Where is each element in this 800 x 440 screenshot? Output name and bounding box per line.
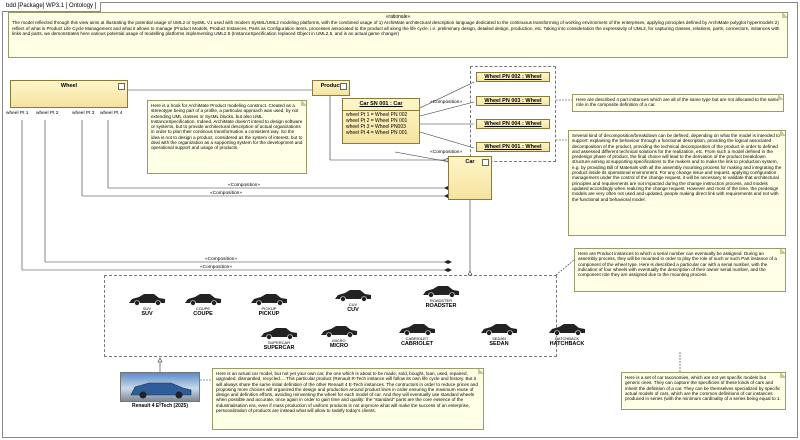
car-instance-title: Car SN 001 : Car	[359, 101, 403, 107]
car-silhouette-icon	[549, 324, 585, 336]
product-block[interactable]: Product	[312, 80, 350, 96]
wheel-instance-pn003[interactable]: Wheel PN 003 : Wheel	[476, 96, 550, 106]
wheel-instance-pn001[interactable]: Wheel PN 001 : Wheel	[476, 142, 550, 152]
car-instance[interactable]: Car SN 001 : Car wheel Pt 1 = Wheel PN 0…	[342, 98, 420, 144]
car-silhouette-icon	[321, 326, 357, 338]
composition-label: «Composition»	[228, 183, 260, 188]
rationale-title: «rationale»	[385, 14, 411, 20]
product-block-title: Product	[320, 83, 342, 89]
car-silhouette-icon	[423, 286, 459, 298]
car-type-small-label: COUPE	[195, 306, 211, 311]
car-type-small-label: CABRIOLET	[405, 336, 429, 341]
car-silhouette-icon	[261, 328, 297, 340]
wheel-instance-pn002[interactable]: Wheel PN 002 : Wheel	[476, 72, 550, 82]
car-instance-slot: wheel Pt 4 = Wheel PN 001	[346, 130, 408, 136]
car-type-label: MICRO	[329, 343, 349, 349]
car-block[interactable]: Car	[448, 156, 492, 200]
car-type-label: CABRIOLET	[400, 341, 434, 347]
archimate-note[interactable]: Here is a hook for ArchiMate Product mod…	[147, 100, 307, 174]
wheel-block-title: Wheel	[60, 83, 78, 89]
actual-car-note[interactable]: Here is an actual car model, but not yet…	[212, 368, 484, 430]
car-type-label: SUV	[141, 311, 153, 317]
car-silhouette-icon	[399, 324, 435, 336]
renault-car-image[interactable]: Renault 4 E-Tech (2025)	[120, 372, 200, 409]
car-type-small-label: HATCHBACK	[554, 336, 580, 341]
car-type-label: COUPE	[193, 311, 213, 317]
wheel-block[interactable]: Wheel	[10, 80, 128, 108]
rationale-note[interactable]: «rationale» The model reflected through …	[8, 12, 788, 58]
product-instances-note[interactable]: Here are Product instances to which a se…	[574, 248, 786, 292]
car-instance-slot: wheel Pt 3 = Wheel PN003	[346, 124, 406, 130]
wheel-instances-group	[470, 66, 556, 162]
car-categories-group	[104, 275, 557, 357]
car-type-small-label: SUPERCAR	[267, 340, 291, 345]
composition-label: «Composition»	[200, 265, 232, 270]
car-silhouette-icon	[335, 290, 371, 302]
diagram-tab: bdd [Package] WP3.1 [ Ontology ]	[2, 2, 102, 12]
car-photo-icon	[130, 382, 192, 399]
car-type-label: PICKUP	[258, 311, 280, 317]
block-icon	[118, 83, 125, 90]
composition-label: «Composition»	[430, 100, 462, 105]
car-type-small-label: SEDAN	[492, 336, 506, 341]
composition-label: «Composition»	[430, 150, 462, 155]
wheel-part-3: wheel Pt 3	[72, 111, 95, 116]
block-icon	[340, 83, 347, 90]
car-type-label: ROADSTER	[425, 303, 457, 309]
wheel-part-4: wheel Pt 4	[100, 111, 123, 116]
car-type-small-label: PICKUP	[261, 306, 277, 311]
rationale-text: The model reflected through this view ai…	[12, 20, 780, 36]
car-silhouette-icon	[251, 294, 287, 306]
car-silhouette-icon	[185, 294, 221, 306]
car-silhouette-icon	[481, 324, 517, 336]
car-type-label: HATCHBACK	[549, 341, 585, 347]
car-type-label: CUV	[347, 307, 359, 313]
car-type-small-label: CUV	[348, 302, 358, 307]
car-block-title: Car	[465, 159, 475, 165]
car-instance-slot: wheel Pt 2 = Wheel PN 001	[346, 118, 408, 124]
car-type-label: SEDAN	[489, 341, 509, 347]
instances-note[interactable]: Here are described 4 part instances whic…	[572, 94, 784, 112]
wheel-part-2: wheel Pt 2	[36, 111, 59, 116]
car-model-name: Renault 4 E-Tech (2025)	[131, 403, 189, 409]
wheel-part-1: wheel Pt 1	[6, 111, 29, 116]
car-type-small-label: ROADSTER	[429, 298, 453, 303]
car-instance-slot: wheel Pt 1 = Wheel PN 002	[346, 112, 408, 118]
composition-label: «Composition»	[210, 191, 242, 196]
car-type-small-label: MICRO	[332, 338, 346, 343]
wheel-instance-pn004[interactable]: Wheel PN 004 : Wheel	[476, 119, 550, 129]
block-icon	[482, 159, 489, 166]
car-type-small-label: SUV	[142, 306, 152, 311]
categories-note[interactable]: Here is a set of car taxonomies, which a…	[621, 372, 786, 410]
composition-label: «Composition»	[205, 257, 237, 262]
car-type-label: SUPERCAR	[263, 345, 295, 351]
decomposition-note[interactable]: Several kind of decomposition/breakdown …	[568, 130, 786, 236]
car-silhouette-icon	[129, 294, 165, 306]
